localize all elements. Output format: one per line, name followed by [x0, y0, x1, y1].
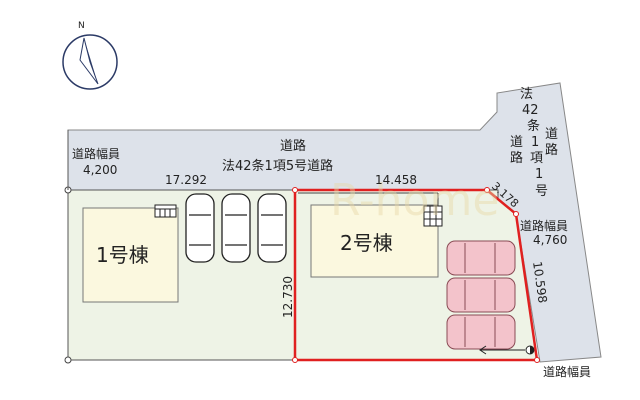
stairs-icon: [154, 204, 443, 227]
car-icon: [446, 240, 516, 276]
road-right-label: 路: [545, 142, 558, 158]
car-icon: [185, 193, 215, 263]
building-2-label: 2号棟: [340, 231, 393, 255]
road-right-type: 法: [520, 87, 533, 102]
road-right-label: 路: [510, 150, 523, 166]
road-top-label: 道路: [280, 138, 306, 154]
road-right-type: 42: [522, 103, 539, 118]
road-right-width-label: 道路幅員: [520, 218, 568, 233]
dimension-lot2-top: 14.458: [375, 173, 417, 187]
road-right-type: 1: [535, 167, 543, 182]
car-icon: [446, 314, 516, 350]
parking-cars-lot2: [446, 240, 516, 350]
lot-2-boundary: [293, 188, 539, 362]
road-width-value: 4,200: [83, 163, 117, 177]
road-right-label: 道: [510, 135, 523, 150]
dimension-left: 12.730: [281, 276, 295, 318]
road-top-type: 法42条1項5号道路: [222, 158, 333, 174]
road-width-label: 道路幅員: [72, 146, 120, 161]
road-right-width-value: 4,760: [533, 233, 567, 247]
watermark: R-home: [330, 175, 499, 226]
building-1-label: 1号棟: [96, 243, 149, 267]
compass-label: N: [78, 21, 85, 31]
dimension-right: 10.598: [530, 260, 550, 304]
car-icon: [257, 193, 287, 263]
road-right-type: 号: [535, 184, 548, 199]
entrance-arrow-icon: [479, 345, 535, 355]
road-right-type: 1: [531, 135, 539, 150]
dimension-lot1-top: 17.292: [165, 173, 207, 187]
car-icon: [446, 277, 516, 313]
building-2: [310, 204, 439, 278]
road-right-type: 項: [530, 151, 543, 166]
road-right-label: 道: [545, 127, 558, 142]
building-1: [82, 207, 179, 303]
road-right-type: 条: [527, 118, 540, 134]
parking-cars-lot1: [185, 193, 287, 263]
road-bottom-width-label: 道路幅員: [543, 364, 591, 379]
north-compass-icon: N: [62, 21, 118, 90]
car-icon: [221, 193, 251, 263]
